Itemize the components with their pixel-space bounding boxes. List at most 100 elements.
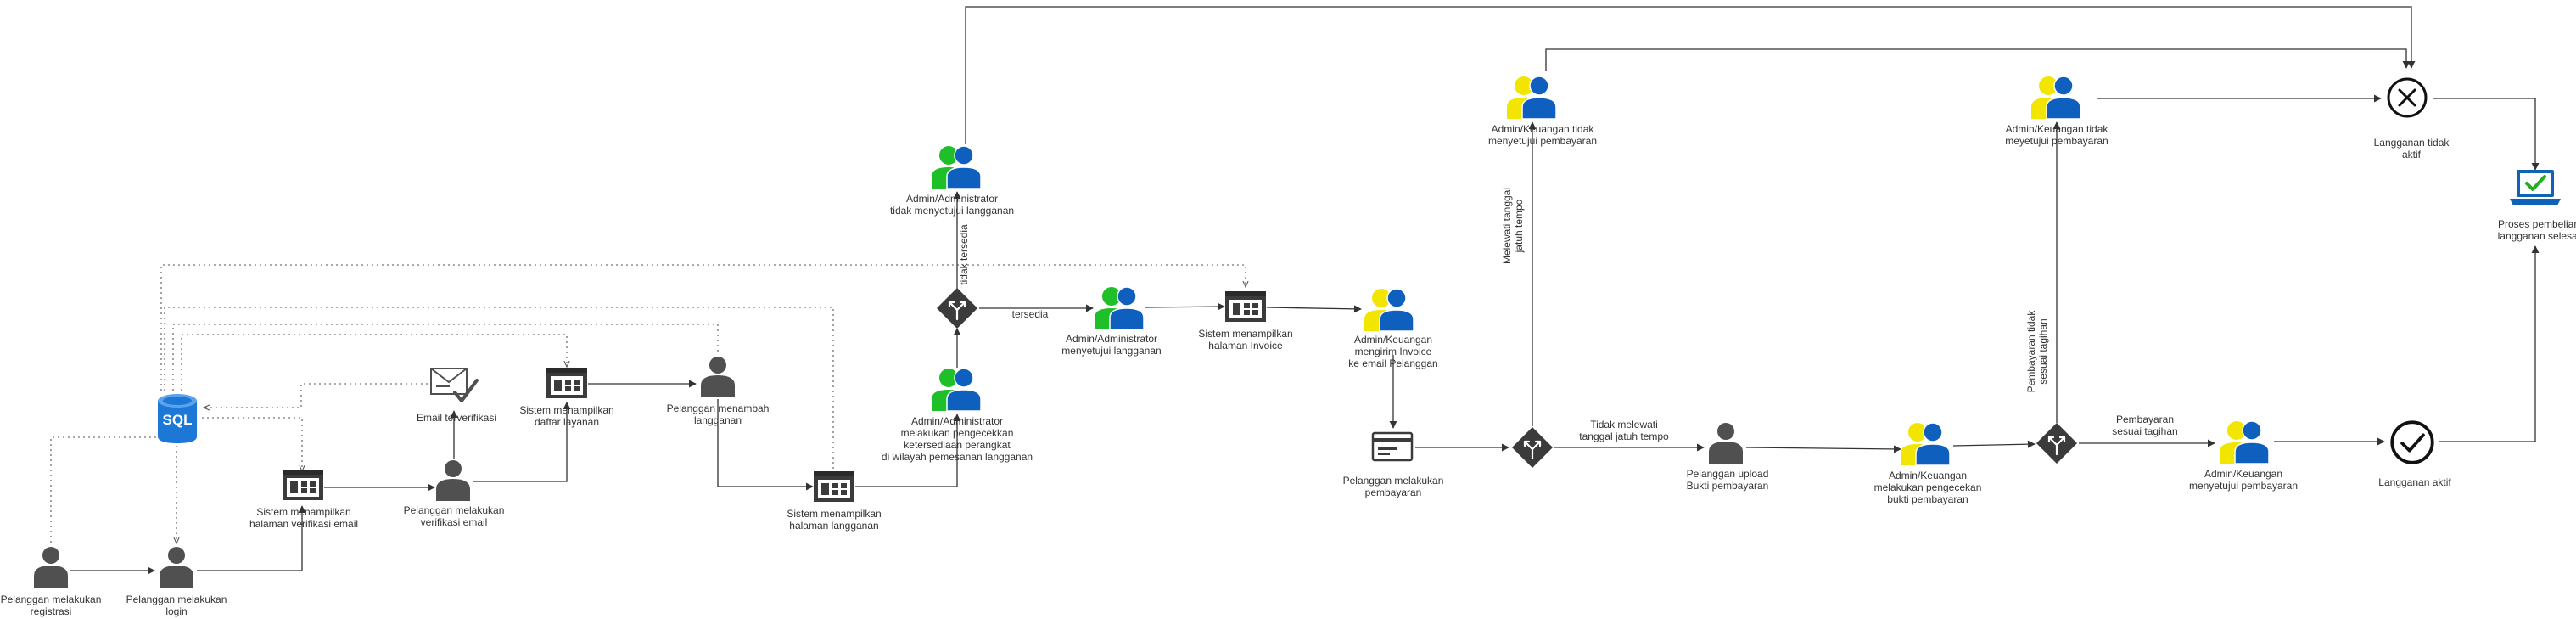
edges bbox=[70, 6, 2540, 575]
db-link-invoice bbox=[160, 264, 1246, 391]
edge-label-past-due: Melewati tanggaljatuh tempo bbox=[1501, 188, 1525, 264]
admin-reject-icon bbox=[931, 145, 982, 189]
label-line: meyetujui pembayaran bbox=[2005, 135, 2108, 147]
availability-gateway-icon bbox=[936, 287, 978, 329]
finance-check-icon bbox=[1900, 422, 1951, 465]
sql-label: SQL bbox=[163, 412, 193, 428]
label-line: Langganan tidak bbox=[2374, 137, 2450, 149]
label-line: Pelanggan melakukan bbox=[404, 504, 505, 516]
db-link-subscription bbox=[164, 307, 833, 477]
label-line: tanggal jatuh tempo bbox=[1579, 430, 1669, 442]
edge-reject1-inactive bbox=[1545, 48, 2411, 71]
label-line: sesuai tagihan bbox=[2112, 425, 2177, 437]
edge-labels: tidak tersedia tersedia Melewati tanggal… bbox=[958, 188, 2178, 442]
finance-reject-amount-icon bbox=[2030, 76, 2081, 119]
label-line: langganan bbox=[694, 414, 742, 426]
subscription-page-icon bbox=[814, 471, 854, 502]
label-line: Admin/Keuangan tidak bbox=[1492, 123, 1595, 135]
customer-login-icon bbox=[160, 547, 193, 588]
label-line: di wilayah pemesanan langganan bbox=[882, 451, 1033, 463]
label-line: halaman verifikasi email bbox=[249, 518, 358, 530]
db-link-list bbox=[181, 334, 567, 391]
label-line: ketersediaan perangkat bbox=[904, 439, 1011, 451]
edge-label-not-available: tidak tersedia bbox=[958, 224, 970, 285]
db-link-email bbox=[204, 383, 448, 408]
edge-check-gw3 bbox=[1952, 440, 2036, 448]
label-line: Email terverifikasi bbox=[417, 412, 496, 424]
db-link-verif-page bbox=[202, 417, 302, 471]
edge-upload-check bbox=[1745, 445, 1901, 453]
label-line: ke email Pelanggan bbox=[1348, 357, 1437, 369]
verification-page-icon bbox=[283, 470, 323, 500]
label-line: langganan selesai bbox=[2498, 230, 2576, 242]
customer-verify-icon bbox=[436, 460, 470, 501]
edge-label-available: tersedia bbox=[1012, 308, 1049, 320]
label-line: Admin/Keuangan tidak bbox=[2006, 123, 2109, 135]
label-line: menyetujui langganan bbox=[1061, 345, 1161, 357]
label-line: Sistem menampilkan bbox=[787, 508, 881, 520]
finance-approve-icon bbox=[2219, 420, 2270, 464]
label-line: Melewati tanggal bbox=[1501, 188, 1513, 264]
active-end-icon bbox=[2390, 420, 2434, 464]
edge-reject-inactive bbox=[965, 6, 2416, 144]
db-link-add bbox=[172, 324, 719, 391]
edge-active-done bbox=[2439, 245, 2540, 442]
label-line: menyetujui pembayaran bbox=[2189, 480, 2298, 492]
customer-register-icon bbox=[34, 547, 68, 588]
label-line: Bukti pembayaran bbox=[1687, 480, 1769, 492]
label-line: melakukan pengecekan bbox=[1874, 481, 1982, 493]
label-line: jatuh tempo bbox=[1513, 199, 1525, 253]
payment-card-icon bbox=[1371, 431, 1414, 462]
label-line: verifikasi email bbox=[421, 516, 488, 528]
label-line: Admin/Keuangan bbox=[1354, 334, 1432, 346]
edge-add-subpage bbox=[717, 399, 814, 491]
admin-check-icon bbox=[931, 368, 982, 411]
email-verified-icon bbox=[429, 367, 479, 402]
invoice-page-icon bbox=[1225, 291, 1266, 322]
due-date-gateway-icon bbox=[1511, 426, 1554, 469]
label-line: Pelanggan melakukan bbox=[1, 594, 102, 605]
label-line: daftar layanan bbox=[535, 416, 599, 428]
label-line: pembayaran bbox=[1365, 487, 1422, 498]
label-line: Admin/Administrator bbox=[906, 193, 998, 205]
edge-inactive-done bbox=[2433, 98, 2540, 171]
label-line: Pembayaran bbox=[2116, 414, 2174, 425]
finance-reject-late-icon bbox=[1506, 76, 1557, 119]
label-line: mengirim Invoice bbox=[1355, 346, 1432, 357]
edge-subpage-check bbox=[855, 414, 961, 487]
label-line: Sistem menampilkan bbox=[519, 404, 613, 416]
label-line: halaman Invoice bbox=[1208, 340, 1283, 352]
label-line: sesuai tagihan bbox=[2037, 318, 2049, 384]
label-line: bukti pembayaran bbox=[1887, 493, 1968, 505]
label-line: Admin/Administrator bbox=[1066, 333, 1157, 345]
nodes: SQL bbox=[34, 76, 2561, 588]
inactive-end-icon bbox=[2387, 77, 2428, 118]
label-line: Tidak melewati bbox=[1590, 419, 1658, 430]
label-line: Sistem menampilkan bbox=[1198, 328, 1292, 340]
label-active: Langganan aktif bbox=[2378, 476, 2451, 488]
label-line: Pelanggan upload bbox=[1687, 468, 1769, 480]
edge-login-verifpage bbox=[197, 505, 306, 571]
edge-label-amount-mismatch: Pembayaran tidaksesuai tagihan bbox=[2025, 310, 2049, 393]
service-list-icon bbox=[546, 368, 587, 398]
label-line: tidak menyetujui langganan bbox=[890, 205, 1014, 217]
label-line: Admin/Administrator bbox=[911, 415, 1003, 427]
amount-gateway-icon bbox=[2036, 422, 2078, 464]
admin-approve-icon bbox=[1094, 286, 1145, 329]
label-line: Pelanggan melakukan bbox=[1343, 475, 1444, 487]
